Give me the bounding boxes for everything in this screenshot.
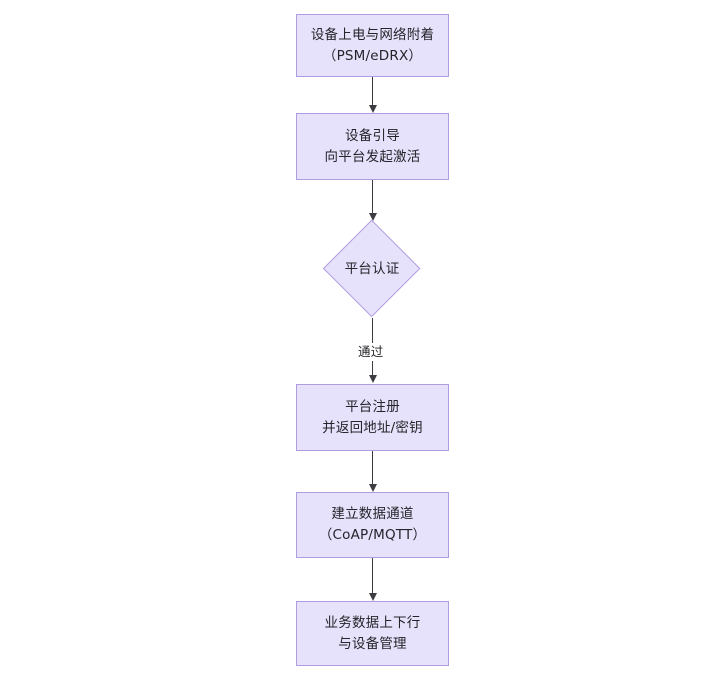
flow-node-power-on-line-2: （PSM/eDRX） <box>322 47 423 64</box>
flow-node-business-data-line-2: 与设备管理 <box>338 635 407 652</box>
flow-node-platform-auth[interactable]: 平台认证 <box>323 220 422 319</box>
flow-node-data-channel[interactable]: 建立数据通道 （CoAP/MQTT） <box>296 492 449 558</box>
flow-edge-4 <box>368 451 377 492</box>
flow-edge-2 <box>368 180 377 221</box>
flow-edge-5-line <box>372 558 373 593</box>
flow-node-bootstrap[interactable]: 设备引导 向平台发起激活 <box>296 113 449 180</box>
flow-edge-1 <box>368 77 377 113</box>
flow-edge-5-arrowhead <box>368 593 377 601</box>
flow-node-platform-register-line-1: 平台注册 <box>345 398 400 415</box>
flow-edge-1-line <box>372 77 373 105</box>
flow-node-bootstrap-line-2: 向平台发起激活 <box>324 148 421 165</box>
flow-node-bootstrap-line-1: 设备引导 <box>345 127 400 144</box>
flow-edge-4-line <box>372 451 373 484</box>
flow-node-platform-register[interactable]: 平台注册 并返回地址/密钥 <box>296 384 449 451</box>
flow-edge-4-arrowhead <box>368 484 377 492</box>
flow-node-platform-register-line-2: 并返回地址/密钥 <box>322 419 423 436</box>
flow-edge-2-line <box>372 180 373 213</box>
flow-node-data-channel-line-1: 建立数据通道 <box>331 506 414 523</box>
flow-edge-5 <box>368 558 377 601</box>
flow-node-business-data[interactable]: 业务数据上下行 与设备管理 <box>296 601 449 666</box>
flow-edge-3-label: 通过 <box>355 343 387 362</box>
flow-node-power-on[interactable]: 设备上电与网络附着 （PSM/eDRX） <box>296 14 449 77</box>
flow-node-power-on-line-1: 设备上电与网络附着 <box>310 26 435 43</box>
flow-node-data-channel-line-2: （CoAP/MQTT） <box>318 527 427 543</box>
flow-node-business-data-line-1: 业务数据上下行 <box>324 614 421 631</box>
flow-edge-3-arrowhead <box>368 375 377 383</box>
flow-node-platform-auth-label: 平台认证 <box>344 260 400 277</box>
flow-edge-1-arrowhead <box>368 105 377 113</box>
